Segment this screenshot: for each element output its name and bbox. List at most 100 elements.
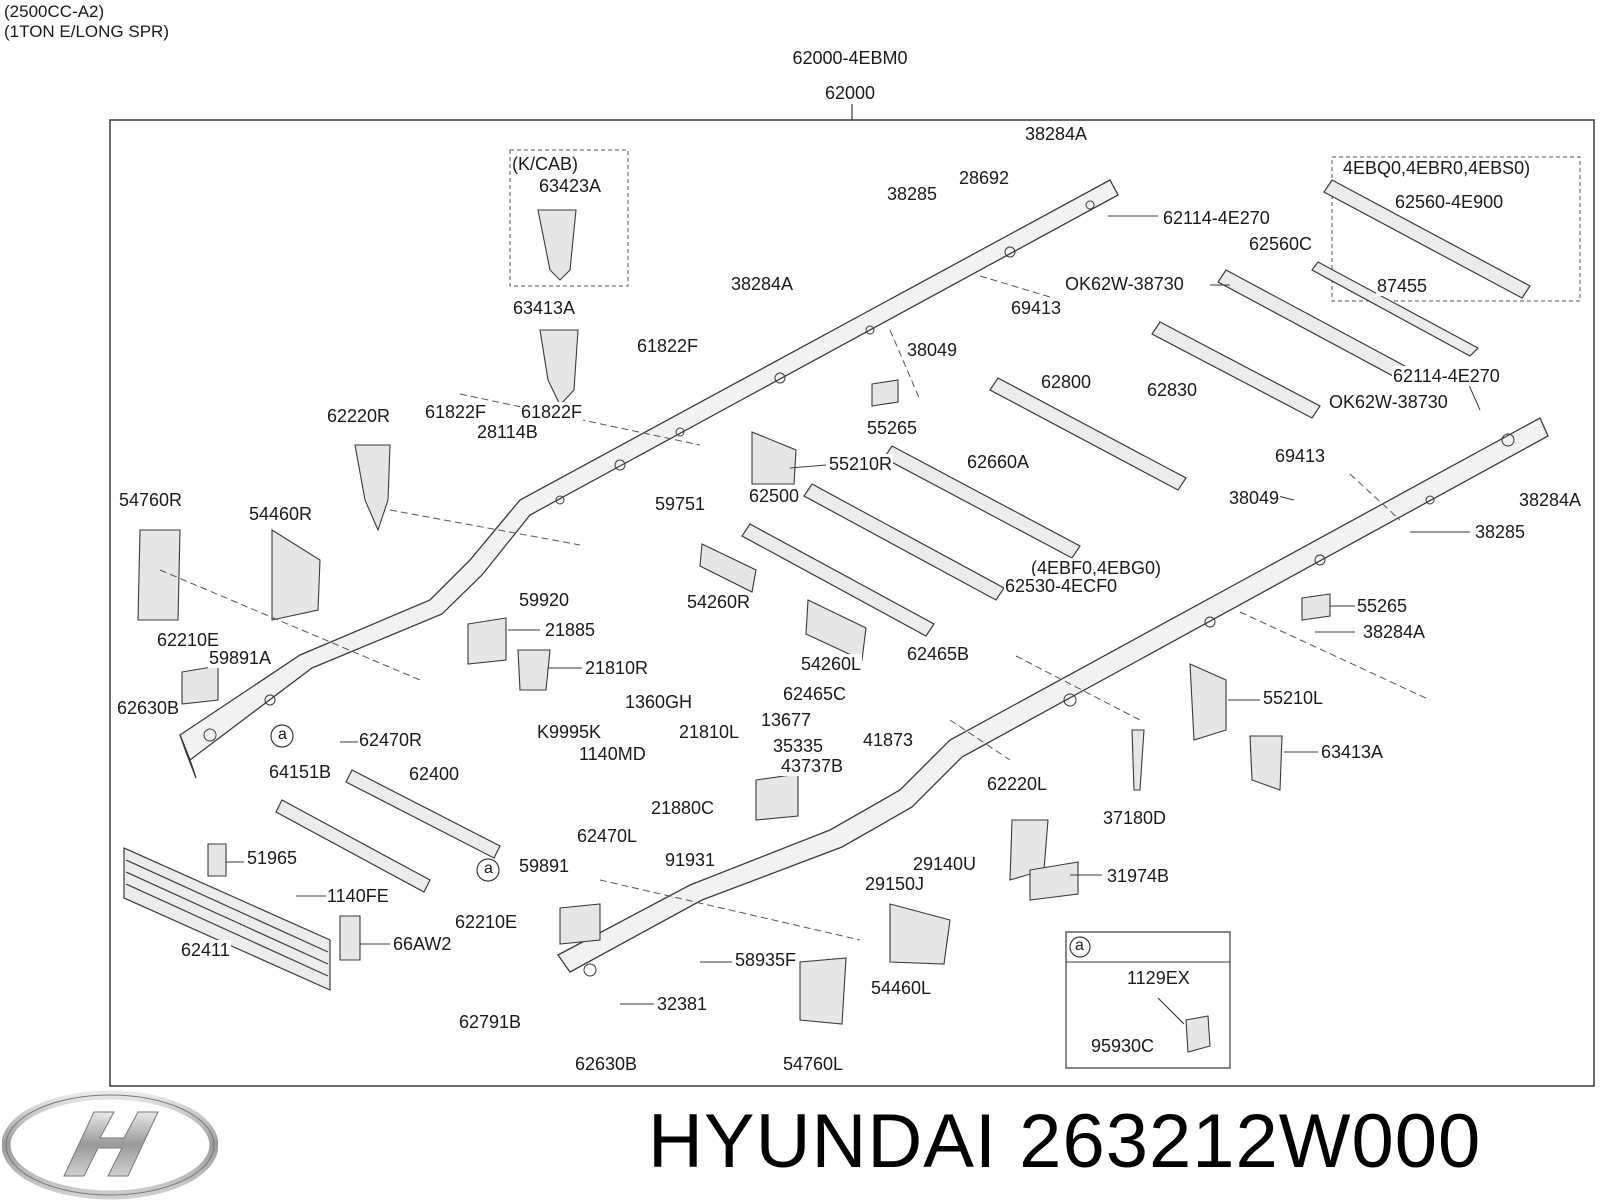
bracket-51965 bbox=[207, 843, 227, 877]
part-label-ok62w-38730: OK62W-38730 bbox=[1328, 392, 1449, 412]
part-label-62220l: 62220L bbox=[986, 774, 1049, 794]
part-label-61822f: 61822F bbox=[636, 336, 700, 356]
part-label-38284a: 38284A bbox=[1362, 622, 1427, 642]
part-label-62630b: 62630B bbox=[116, 698, 181, 718]
bracket-54260r bbox=[699, 543, 757, 593]
inset-marker: a bbox=[1075, 937, 1084, 954]
crossmember-87455 bbox=[1311, 261, 1479, 357]
part-label-29150j: 29150J bbox=[864, 874, 926, 894]
crossmember-62560-4e900 bbox=[1323, 179, 1531, 299]
part-label-59891a: 59891A bbox=[208, 648, 273, 668]
bracket-63423a bbox=[537, 209, 577, 281]
rail-holes bbox=[203, 200, 1515, 977]
kcab-group-title: (K/CAB) bbox=[511, 154, 580, 174]
part-label-54760l: 54760L bbox=[782, 1054, 845, 1074]
part-label-21810l: 21810L bbox=[678, 722, 741, 742]
brackets bbox=[137, 209, 1331, 1025]
callout-a-lower-circle bbox=[476, 858, 500, 882]
bracket-37180d bbox=[1131, 729, 1145, 791]
part-label-62114-4e270: 62114-4E270 bbox=[1162, 208, 1271, 228]
part-label-54760r: 54760R bbox=[118, 490, 184, 510]
part-label-54460r: 54460R bbox=[248, 504, 314, 524]
bracket-55210l bbox=[1189, 663, 1227, 741]
part-label-59920: 59920 bbox=[518, 590, 571, 610]
part-label-59751: 59751 bbox=[654, 494, 707, 514]
crossmember-64151b bbox=[275, 799, 431, 893]
part-label-54260l: 54260L bbox=[800, 654, 863, 674]
part-label-62791b: 62791B bbox=[458, 1012, 523, 1032]
part-label-38284a: 38284A bbox=[1518, 490, 1583, 510]
brand-part-title: HYUNDAI 263212W000 bbox=[648, 1097, 1481, 1187]
bracket-54760r bbox=[137, 529, 181, 621]
part-label-38049: 38049 bbox=[906, 340, 959, 360]
part-label-62500: 62500 bbox=[748, 486, 801, 506]
part-label-38049: 38049 bbox=[1228, 488, 1281, 508]
part-label-55265: 55265 bbox=[1356, 596, 1409, 616]
mount-55265-left bbox=[871, 379, 899, 407]
part-label-61822f: 61822F bbox=[424, 402, 488, 422]
bracket-54460l bbox=[889, 903, 951, 965]
part-label-62560-4e900: 62560-4E900 bbox=[1394, 192, 1505, 212]
part-label-54460l: 54460L bbox=[870, 978, 933, 998]
option-group-title: 4EBQ0,4EBR0,4EBS0) bbox=[1342, 158, 1532, 178]
variant-group-title: (4EBF0,4EBG0) bbox=[1030, 558, 1163, 578]
part-label-55210r: 55210R bbox=[828, 454, 894, 474]
part-label-62470l: 62470L bbox=[576, 826, 639, 846]
callout-a-left: a bbox=[278, 726, 287, 743]
part-label-21810r: 21810R bbox=[584, 658, 650, 678]
part-label-29140u: 29140U bbox=[912, 854, 978, 874]
part-label-28692: 28692 bbox=[958, 168, 1011, 188]
part-label-32381: 32381 bbox=[656, 994, 709, 1014]
part-label-62210e: 62210E bbox=[156, 630, 221, 650]
inset-part-95930c bbox=[1185, 1015, 1211, 1053]
part-label-31974b: 31974B bbox=[1106, 866, 1171, 886]
bracket-55210r bbox=[751, 431, 797, 485]
crossmember-62800 bbox=[989, 377, 1187, 491]
part-label-ok62w-38730: OK62W-38730 bbox=[1064, 274, 1185, 294]
part-label-38284a: 38284A bbox=[730, 274, 795, 294]
bracket-63413a-right bbox=[1249, 735, 1283, 791]
inset-bolt-1129ex bbox=[1157, 997, 1185, 1025]
kcab-group-box bbox=[509, 149, 629, 287]
part-label-38284a: 38284A bbox=[1024, 124, 1089, 144]
part-label-62560c: 62560C bbox=[1248, 234, 1314, 254]
part-label-59891: 59891 bbox=[518, 856, 571, 876]
part-label-43737b: 43737B bbox=[780, 756, 845, 776]
part-label-41873: 41873 bbox=[862, 730, 915, 750]
part-label-62660a: 62660A bbox=[966, 452, 1031, 472]
part-label-21885: 21885 bbox=[544, 620, 597, 640]
part-label-62220r: 62220R bbox=[326, 406, 392, 426]
spec-engine: (2500CC-A2) bbox=[4, 2, 105, 21]
part-label-51965: 51965 bbox=[246, 848, 299, 868]
part-label-55210l: 55210L bbox=[1262, 688, 1325, 708]
bracket-62220r bbox=[354, 444, 391, 532]
inset-marker-circle bbox=[1069, 936, 1091, 958]
bracket-21810r bbox=[517, 649, 551, 691]
part-label-62530-4ecf0: 62530-4ECF0 bbox=[1004, 576, 1119, 596]
part-label-62800: 62800 bbox=[1040, 372, 1093, 392]
bracket-66aw2 bbox=[339, 915, 361, 961]
part-label-63423a: 63423A bbox=[538, 176, 603, 196]
part-label-62210e: 62210E bbox=[454, 912, 519, 932]
bracket-21885 bbox=[467, 617, 507, 665]
part-label-63413a: 63413A bbox=[512, 298, 577, 318]
right-side-rail bbox=[557, 417, 1549, 973]
part-label-64151b: 64151B bbox=[268, 762, 333, 782]
part-label-62411: 62411 bbox=[180, 940, 231, 960]
part-label-62114-4e270: 62114-4E270 bbox=[1392, 366, 1501, 386]
part-label-62400: 62400 bbox=[408, 764, 461, 784]
part-number: 263212W000 bbox=[1019, 1099, 1482, 1184]
crossmember-62830 bbox=[1151, 321, 1321, 419]
callout-a-lower: a bbox=[484, 860, 493, 877]
callout-a-left-circle bbox=[270, 724, 294, 748]
part-label-37180d: 37180D bbox=[1102, 808, 1168, 828]
part-label-38285: 38285 bbox=[1474, 522, 1527, 542]
part-label-58935f: 58935F bbox=[734, 950, 798, 970]
part-label-95930c: 95930C bbox=[1090, 1036, 1156, 1056]
part-label-62470r: 62470R bbox=[358, 730, 424, 750]
crossmember-62500 bbox=[741, 523, 935, 637]
part-label-21880c: 21880C bbox=[650, 798, 716, 818]
hyundai-logo-icon bbox=[2, 1090, 218, 1200]
